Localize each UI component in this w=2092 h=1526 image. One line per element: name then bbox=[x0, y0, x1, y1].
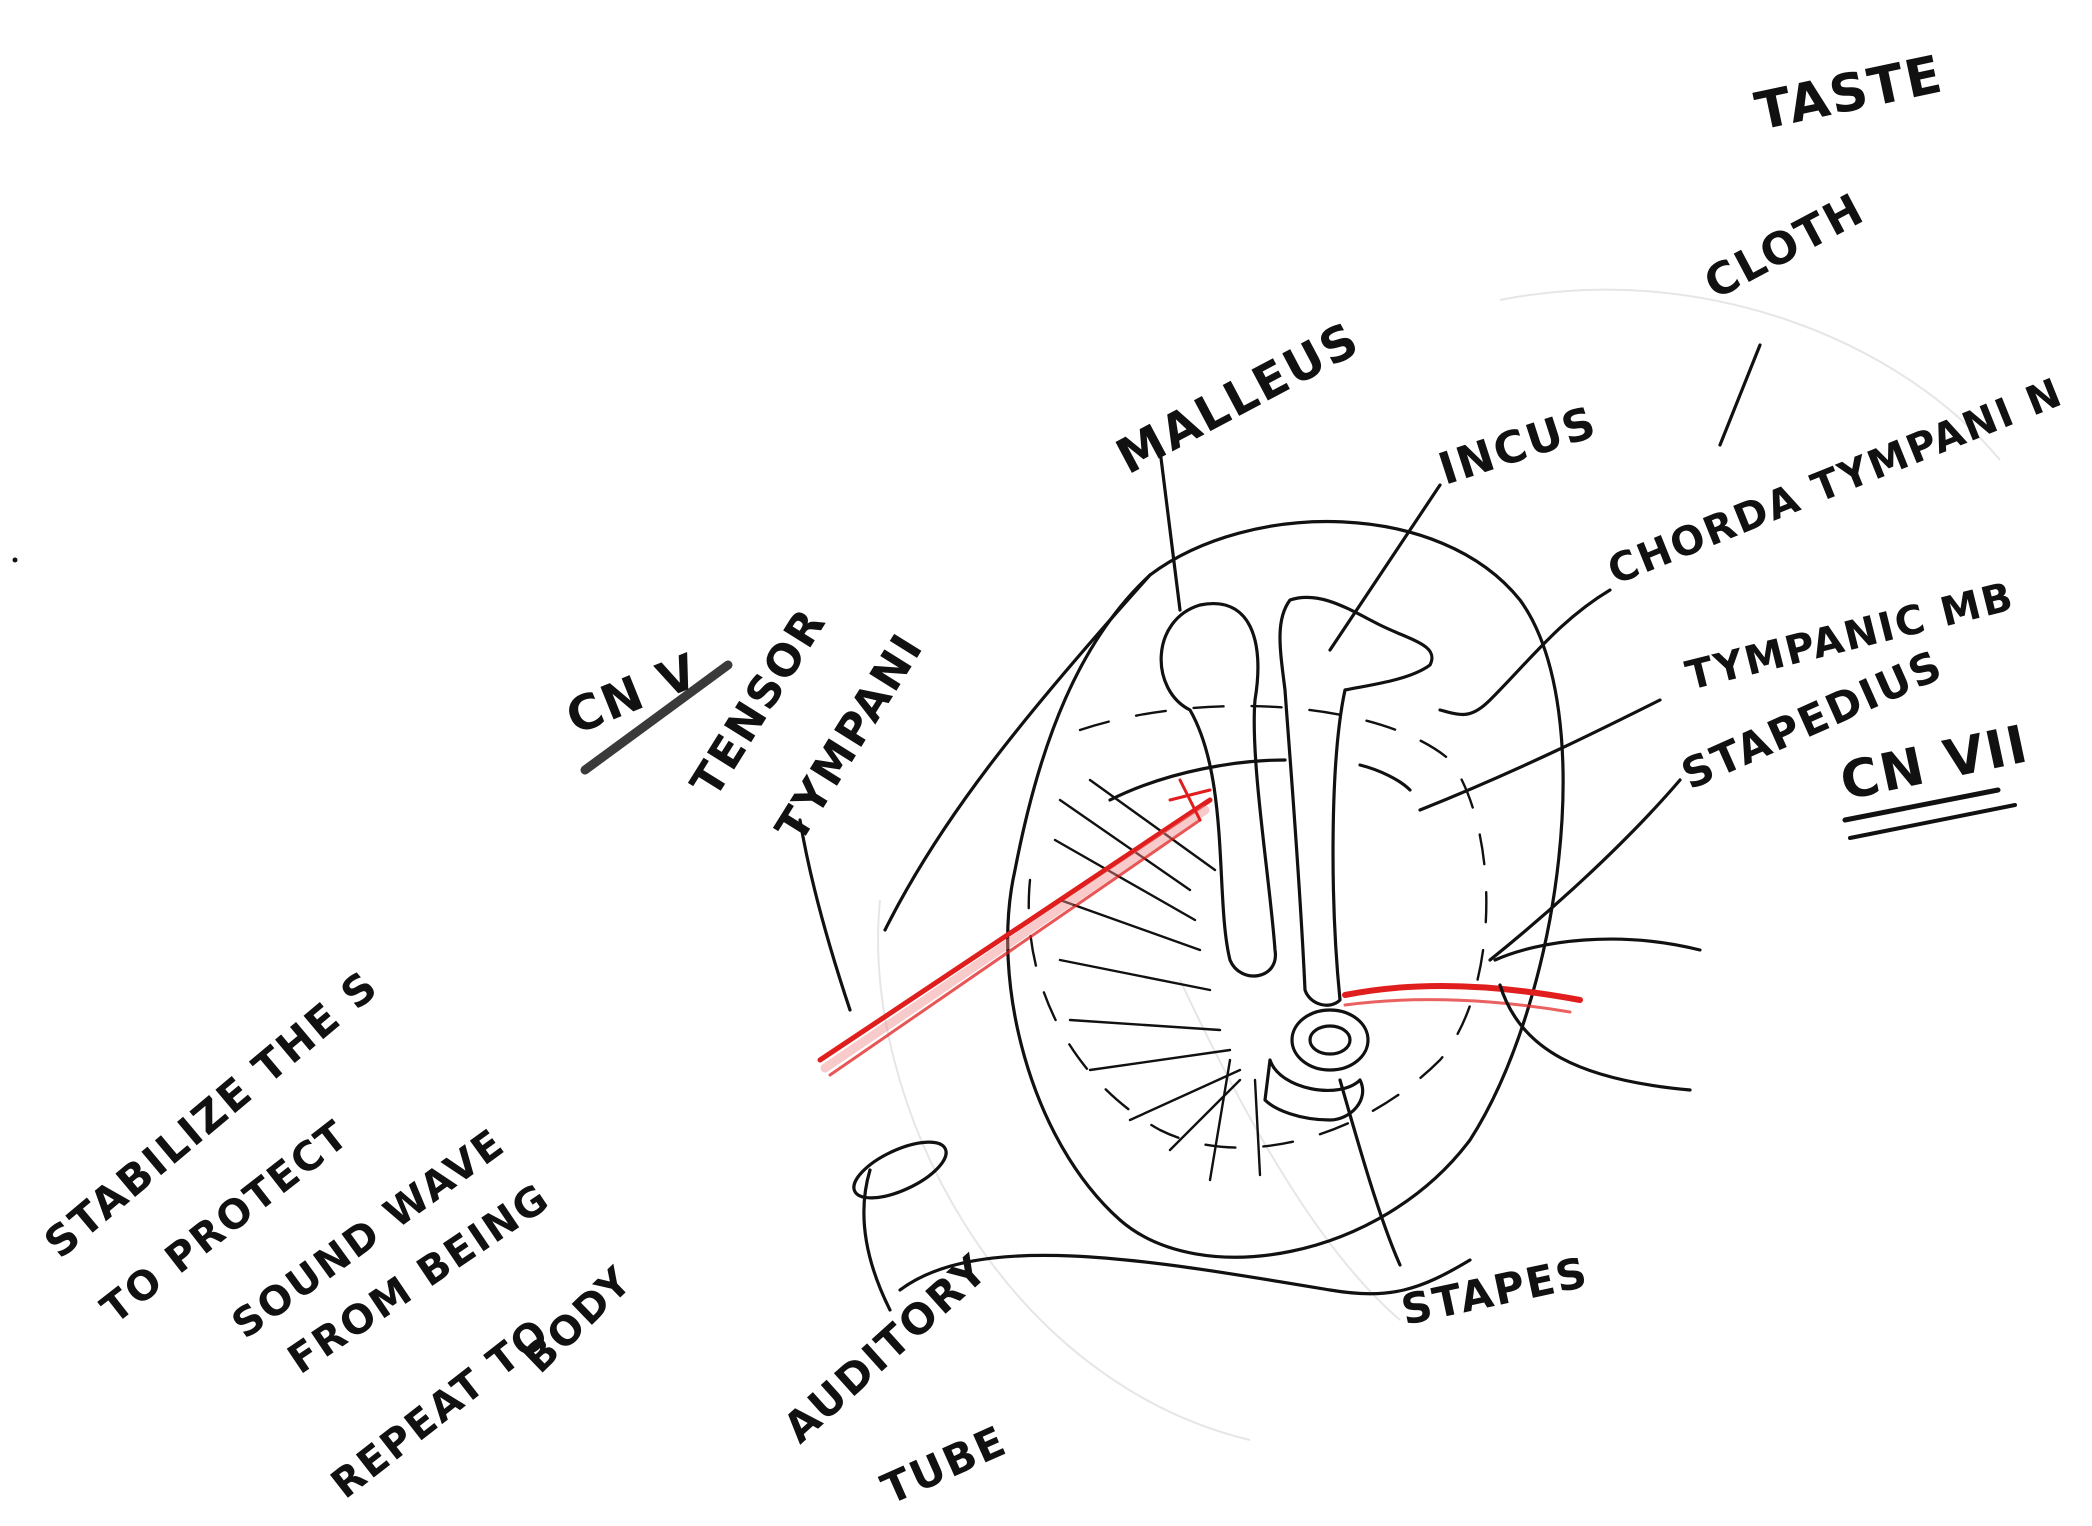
label-cloth: CLOTH bbox=[1696, 183, 1873, 309]
auditory-tube-opening bbox=[846, 1131, 954, 1210]
label-incus: INCUS bbox=[1433, 397, 1604, 496]
note-line-2: TO PROTECT bbox=[93, 1112, 358, 1333]
label-chorda-tympani: CHORDA TYMPANI N bbox=[1602, 370, 2070, 595]
stray-dot bbox=[13, 558, 18, 563]
red-nerve-lines bbox=[820, 780, 1580, 1075]
malleus bbox=[1110, 604, 1285, 976]
incus bbox=[1280, 597, 1432, 1005]
stapes bbox=[1265, 1010, 1368, 1120]
label-tube: TUBE bbox=[874, 1416, 1014, 1514]
label-taste: TASTE bbox=[1750, 44, 1948, 142]
label-stapes: STAPES bbox=[1397, 1247, 1593, 1334]
tympanic-membrane bbox=[885, 522, 1563, 1258]
label-malleus: MALLEUS bbox=[1107, 311, 1369, 486]
label-cn-vii: CN VII bbox=[1835, 714, 2034, 812]
cn-vii-underline-2 bbox=[1850, 805, 2015, 838]
stabilize-note: STABILIZE THE S TO PROTECT SOUND WAVE FR… bbox=[35, 961, 642, 1508]
label-auditory: AUDITORY bbox=[774, 1244, 997, 1452]
